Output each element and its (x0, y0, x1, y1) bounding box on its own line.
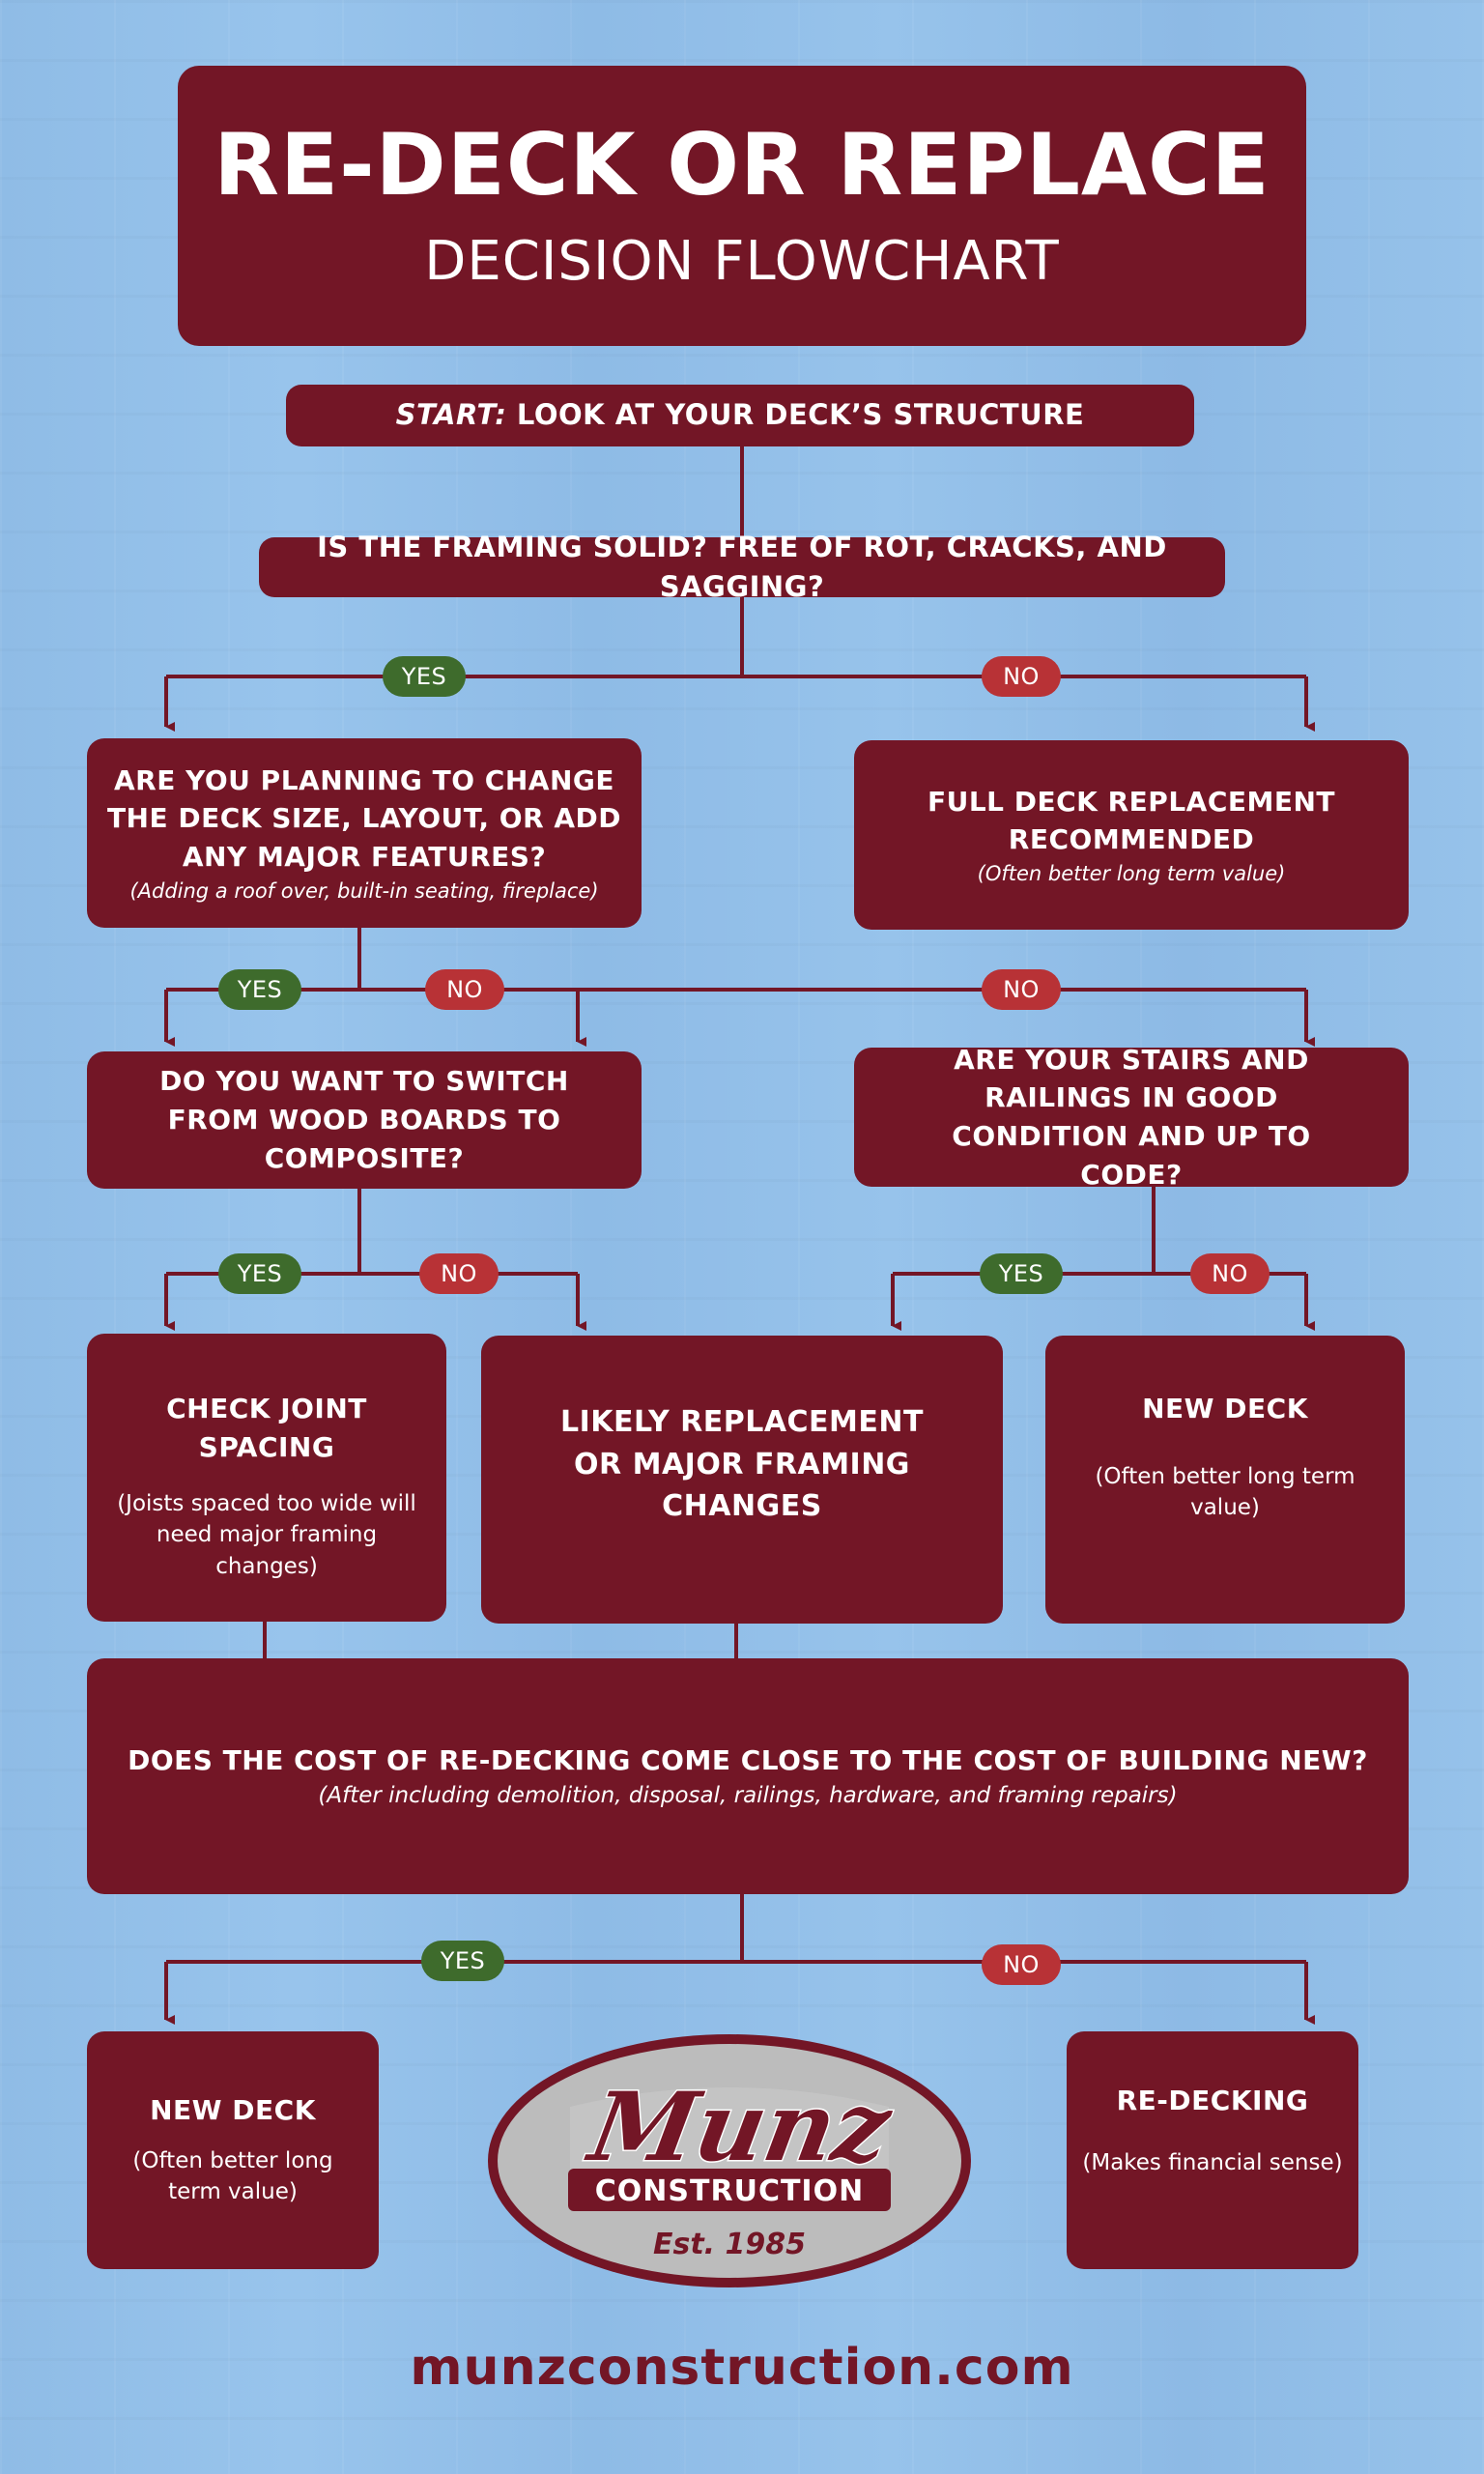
new-deck-top-note: (Often better long term value) (1095, 1463, 1356, 1521)
label-yes-change: YES (218, 969, 301, 1010)
label-no-framing: NO (982, 656, 1061, 697)
full-deck-replacement-text: FULL DECK REPLACEMENT RECOMMENDED (927, 785, 1336, 856)
label-no-composite: NO (419, 1253, 499, 1294)
full-deck-replacement-box: FULL DECK REPLACEMENT RECOMMENDED (Often… (854, 740, 1409, 930)
start-prefix: START: (395, 398, 507, 432)
likely-replacement-text: LIKELY REPLACEMENT OR MAJOR FRAMING CHAN… (560, 1405, 924, 1523)
redecking-note: (Makes financial sense) (1082, 2149, 1343, 2175)
question-change-size-note: (Adding a roof over, built-in seating, f… (129, 878, 599, 903)
label-yes-cost: YES (421, 1941, 504, 1981)
start-text: LOOK AT YOUR DECK’S STRUCTURE (506, 398, 1085, 432)
question-composite-text: DO YOU WANT TO SWITCH FROM WOOD BOARDS T… (159, 1065, 569, 1174)
new-deck-box-top: NEW DECK (Often better long term value) (1045, 1336, 1405, 1624)
question-change-size-text: ARE YOU PLANNING TO CHANGE THE DECK SIZE… (106, 763, 622, 874)
website-url: munzconstruction.com (410, 2339, 1074, 2397)
new-deck-top-text: NEW DECK (1142, 1393, 1308, 1424)
label-yes-stairs: YES (980, 1253, 1063, 1294)
check-joist-spacing-text: CHECK JOINT SPACING (166, 1393, 367, 1463)
label-no-cost: NO (982, 1944, 1061, 1985)
page-subtitle: DECISION FLOWCHART (424, 229, 1060, 293)
start-box: START: LOOK AT YOUR DECK’S STRUCTURE (286, 385, 1194, 446)
label-no-stairs: NO (1190, 1253, 1270, 1294)
question-change-size: ARE YOU PLANNING TO CHANGE THE DECK SIZE… (87, 738, 642, 928)
question-stairs-railings: ARE YOUR STAIRS AND RAILINGS IN GOOD CON… (854, 1044, 1409, 1191)
label-yes-framing: YES (383, 656, 466, 697)
question-framing-solid-text: IS THE FRAMING SOLID? FREE OF ROT, CRACK… (317, 530, 1167, 603)
label-no-change-a: NO (425, 969, 504, 1010)
check-joist-spacing-note: (Joists spaced too wide will need major … (117, 1490, 416, 1579)
redecking-box: RE-DECKING (Makes financial sense) (1067, 2031, 1358, 2269)
new-deck-bottom-note: (Often better long term value) (132, 2147, 333, 2205)
question-cost-comparison: DOES THE COST OF RE-DECKING COME CLOSE T… (87, 1658, 1409, 1894)
question-cost-comparison-note: (After including demolition, disposal, r… (318, 1782, 1178, 1808)
munz-construction-logo: Munz CONSTRUCTION Est. 1985 (488, 2034, 971, 2287)
logo-established: Est. 1985 (653, 2228, 806, 2261)
new-deck-bottom-text: NEW DECK (150, 2094, 316, 2126)
title-banner: RE-DECK OR REPLACE DECISION FLOWCHART (178, 66, 1306, 346)
new-deck-box-bottom: NEW DECK (Often better long term value) (87, 2031, 379, 2269)
question-cost-comparison-text: DOES THE COST OF RE-DECKING COME CLOSE T… (128, 1744, 1368, 1777)
question-stairs-railings-text: ARE YOUR STAIRS AND RAILINGS IN GOOD CON… (952, 1043, 1311, 1191)
logo-wordmark: Munz (580, 2072, 900, 2183)
check-joist-spacing-box: CHECK JOINT SPACING (Joists spaced too w… (87, 1334, 446, 1622)
full-deck-replacement-note: (Often better long term value) (977, 862, 1286, 886)
redecking-text: RE-DECKING (1116, 2085, 1309, 2116)
logo-construction: CONSTRUCTION (595, 2174, 864, 2208)
page-title: RE-DECK OR REPLACE (214, 115, 1270, 216)
question-composite: DO YOU WANT TO SWITCH FROM WOOD BOARDS T… (87, 1051, 642, 1189)
label-yes-composite: YES (218, 1253, 301, 1294)
likely-replacement-box: LIKELY REPLACEMENT OR MAJOR FRAMING CHAN… (481, 1336, 1003, 1624)
label-no-change-b: NO (982, 969, 1061, 1010)
question-framing-solid: IS THE FRAMING SOLID? FREE OF ROT, CRACK… (259, 531, 1225, 603)
